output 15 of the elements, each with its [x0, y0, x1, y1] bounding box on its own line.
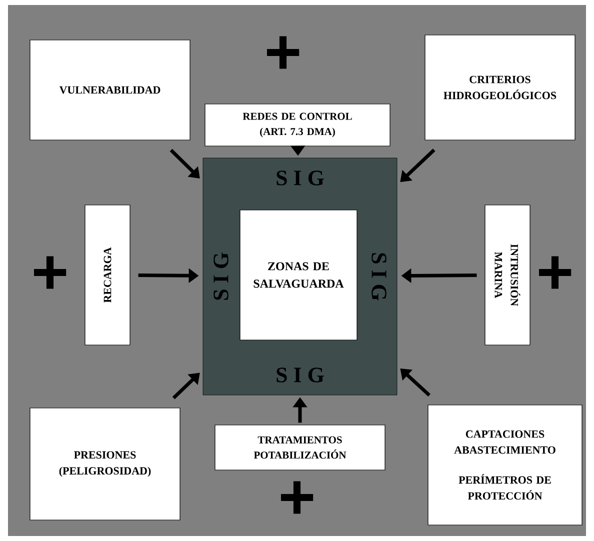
text-box: TRATAMIENTOS POTABILIZACIÓN — [214, 424, 386, 470]
text-box: PRESIONES (PELIGROSIDAD) — [30, 408, 180, 520]
text-box: REDES DE CONTROL (ART. 7.3 DMA) — [204, 104, 390, 146]
plus-sign: + — [281, 481, 314, 514]
arrow — [172, 372, 200, 400]
plus-sign: + — [539, 256, 572, 289]
vertical-box: INTRUSIÓN MARINA — [484, 204, 530, 346]
arrow — [170, 148, 200, 178]
text-box: VULNERABILIDAD — [30, 40, 190, 140]
plus-sign: + — [34, 256, 66, 289]
center-box: ZONAS DE SALVAGUARDA — [240, 210, 358, 340]
vertical-box: RECARGA — [84, 204, 130, 346]
text-box: CAPTACIONES ABASTECIMIENTO PERÍMETROS DE PROTECCIÓN — [428, 404, 582, 526]
text-box: CRITERIOS HIDROGEOLÓGICOS — [424, 34, 576, 140]
plus-sign: + — [267, 36, 300, 69]
